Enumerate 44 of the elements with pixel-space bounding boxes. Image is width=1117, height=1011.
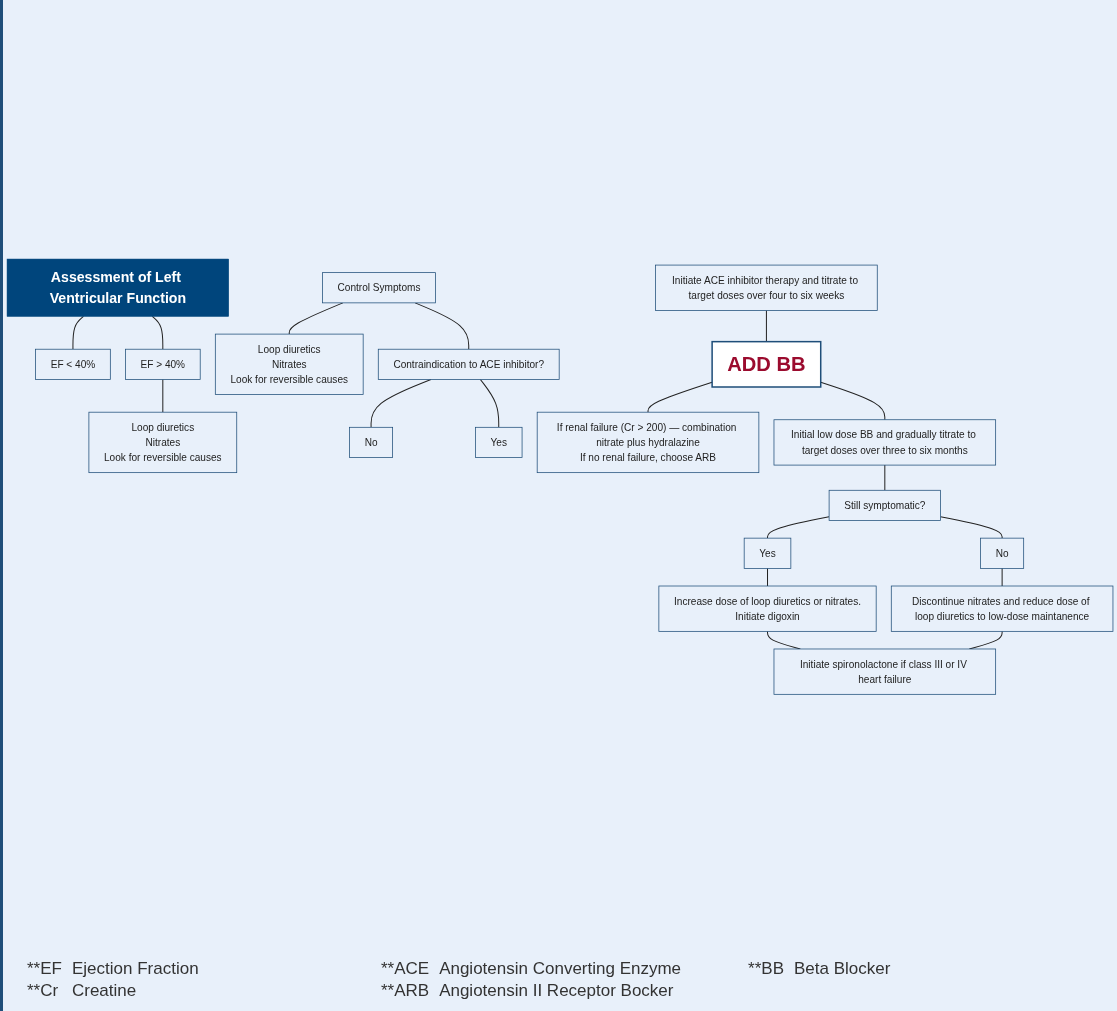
connector (414, 302, 470, 350)
connector (370, 378, 432, 428)
node-box (322, 272, 436, 304)
connector (884, 464, 886, 491)
node-box (828, 489, 941, 521)
node-box (125, 348, 201, 380)
node-box (377, 348, 560, 380)
node-box (773, 648, 997, 695)
abbreviation-note: **ACE (380, 959, 430, 979)
node-box (6, 258, 229, 317)
node-box (349, 426, 393, 458)
connector (940, 516, 1003, 539)
connector (820, 381, 886, 421)
node-box (980, 537, 1025, 569)
connector (767, 516, 830, 539)
node-box (88, 411, 238, 473)
connector (72, 315, 84, 350)
abbreviation-note: **BB (748, 959, 784, 979)
connector (162, 378, 164, 413)
node-box (214, 333, 364, 395)
abbreviation-note: **ARB (380, 981, 430, 1001)
node-box (890, 585, 1114, 632)
node-box (655, 264, 878, 311)
connector (288, 302, 344, 335)
connector (479, 378, 500, 428)
node-box (475, 426, 523, 458)
abbreviation-note: **Cr (27, 981, 60, 1001)
connector (647, 381, 713, 413)
abbreviation-note: Creatine (71, 981, 138, 1001)
abbreviation-note: Beta Blocker (794, 959, 892, 979)
node-box (536, 411, 760, 473)
connector (765, 309, 767, 342)
connector (151, 315, 164, 350)
abbreviation-note: Ejection Fraction (71, 959, 200, 979)
flowchart: Assessment of Left Ventricular Function EF < 40% EF > 40% Control Symptoms Loop diuretics Nitrates Look for reversible causes Loop diuretics Nitrates Look for reversible causes Contraindication to ACE inhibitor? No Yes Initiate ACE inhibitor therapy and titrate to target doses over four to six weeks ADD BB If renal failure (Cr > 200) — combination nitrate plus hydralazine If no renal failure, choose ARB Initial low dose BB and gradually titrate to target doses over three to six months Still symptomatic? Yes No Increase dose of loop diuretics or nitrates. Initiate digoxin Discontinue nitrates and reduce dose of loop diuretics to low-dose maintanence Initiate spironolactone if class III or IV heart failure (3, 254, 1117, 699)
connector (1001, 567, 1003, 587)
node-box (773, 419, 997, 466)
node-box (658, 585, 877, 632)
node-box (743, 537, 792, 569)
abbreviation-note: Angiotensin II Receptor Bocker (439, 981, 675, 1001)
node-box (35, 348, 111, 380)
abbreviation-note: **EF (27, 959, 62, 979)
abbreviation-note: Angiotensin Converting Enzyme (439, 959, 683, 979)
node-box (711, 340, 822, 388)
